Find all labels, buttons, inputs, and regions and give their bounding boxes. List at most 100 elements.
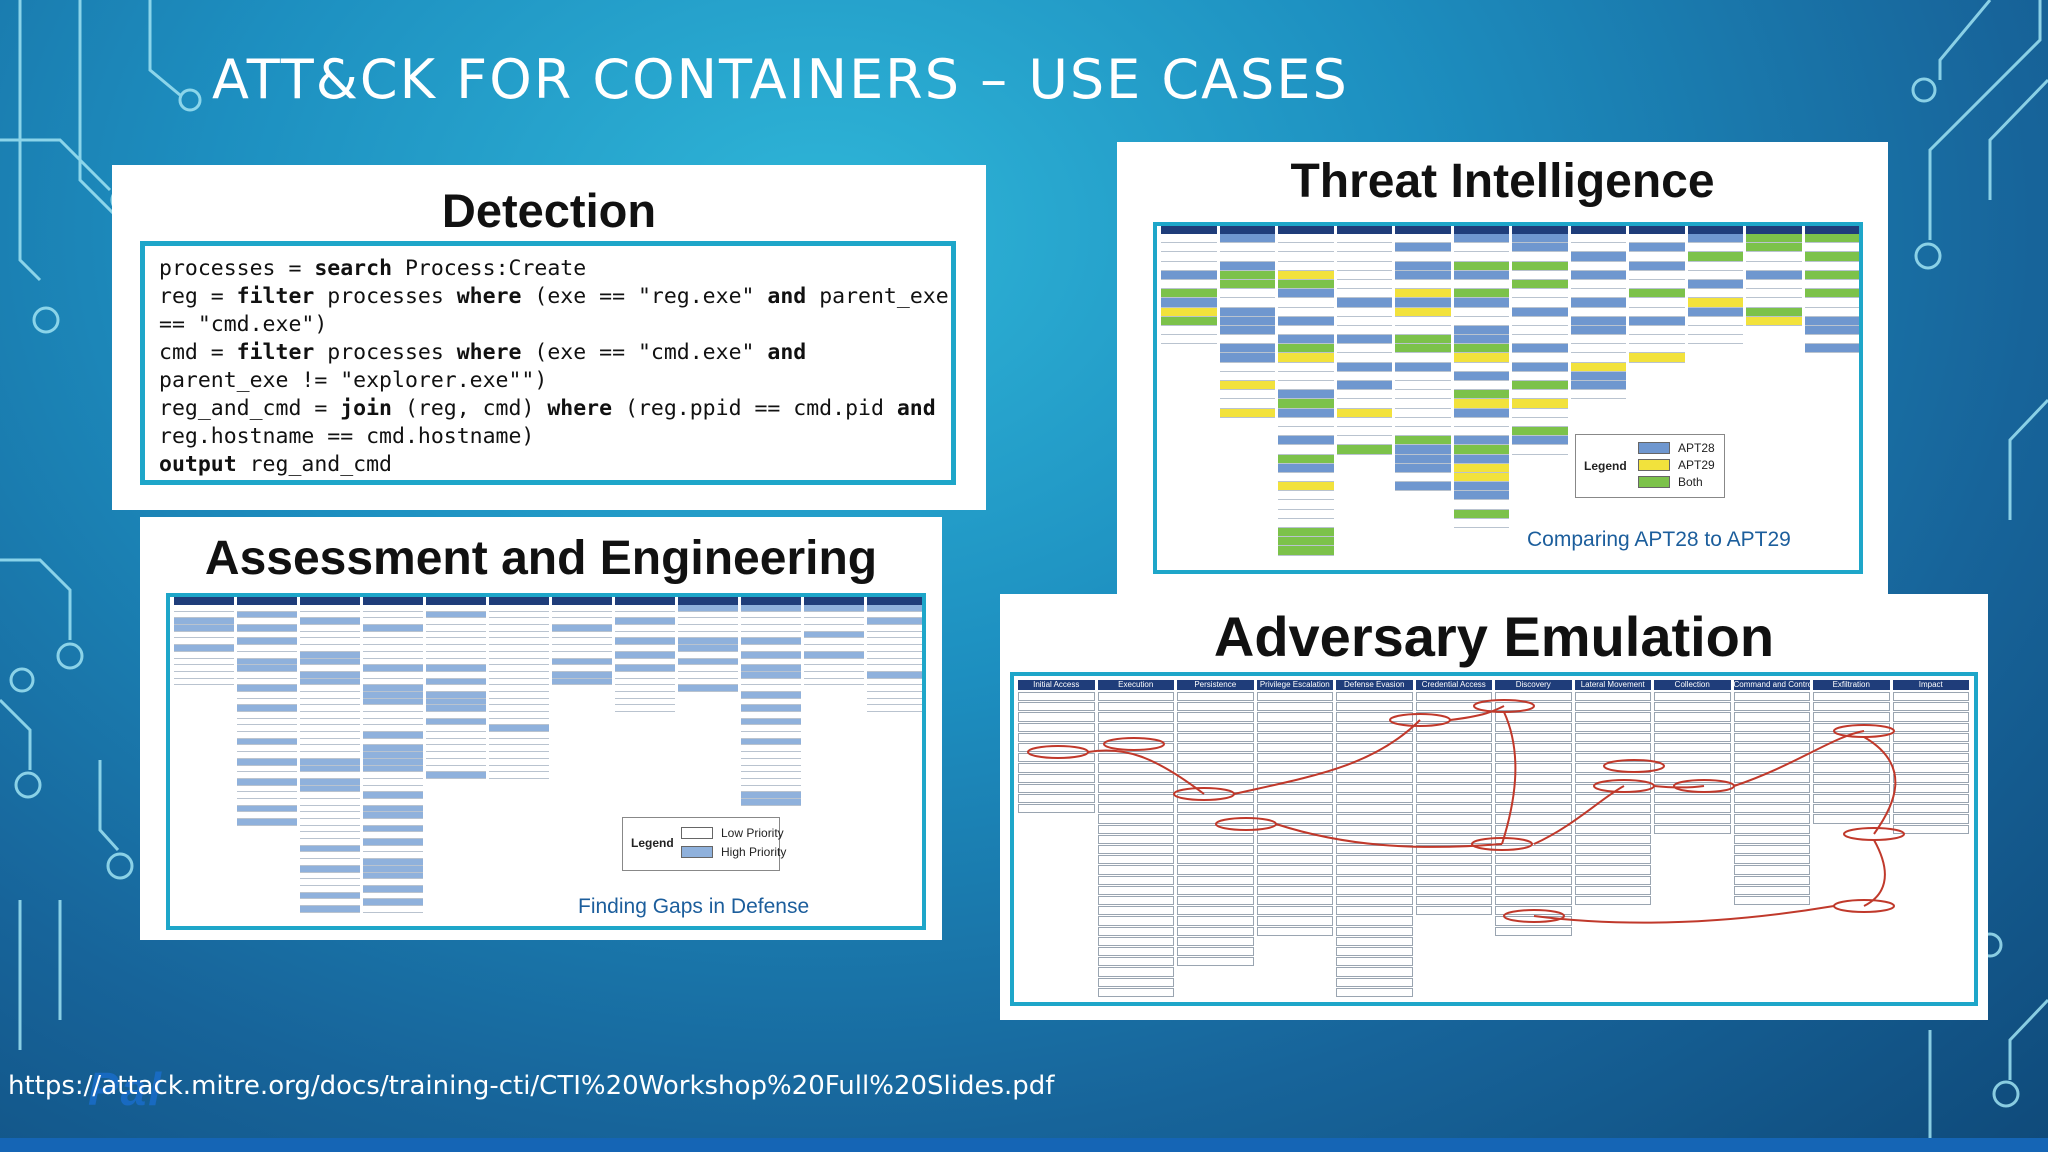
matrix-cell: [363, 752, 423, 759]
matrix-cell: [300, 611, 360, 619]
technique-cell: [1574, 773, 1651, 783]
matrix-cell: [363, 758, 423, 766]
matrix-cell: [1570, 298, 1626, 308]
technique-cell: [1177, 743, 1254, 753]
technique-cell: [1097, 967, 1174, 977]
tactic-header: Impact: [1892, 680, 1969, 690]
matrix-cell: [1629, 298, 1685, 308]
matrix-cell: [1746, 252, 1802, 262]
matrix-cell: [300, 645, 360, 652]
matrix-cell: [1395, 289, 1451, 299]
matrix-cell: [678, 665, 738, 672]
technique-cell: [1574, 692, 1651, 702]
technique-cell: [1018, 783, 1095, 793]
technique-cell: [1495, 896, 1572, 906]
slide-title: ATT&CK FOR CONTAINERS – USE CASES: [212, 48, 1349, 111]
matrix-cell: [1512, 426, 1568, 437]
matrix-cell: [1804, 307, 1859, 317]
tactic-header: Discovery: [1495, 680, 1572, 690]
matrix-cell: [1219, 390, 1275, 400]
matrix-cell: [1278, 371, 1334, 381]
legend-item-apt29: APT29: [1638, 458, 1715, 472]
matrix-cell: [300, 691, 360, 699]
matrix-cell: [1278, 436, 1334, 446]
matrix-column-header: [741, 597, 801, 605]
matrix-cell: [1570, 279, 1626, 290]
matrix-cell: [363, 625, 423, 632]
technique-cell: [1018, 692, 1095, 702]
matrix-cell: [1278, 408, 1334, 418]
matrix-cell: [1219, 362, 1275, 372]
matrix-cell: [489, 712, 549, 719]
matrix-cell: [615, 651, 675, 659]
matrix-cell: [363, 738, 423, 746]
matrix-cell: [741, 651, 801, 659]
matrix-cell: [741, 665, 801, 672]
code-text: Process:Create: [392, 256, 587, 281]
matrix-cell: [741, 778, 801, 786]
matrix-column-header: [1395, 226, 1451, 234]
matrix-cell: [426, 638, 486, 646]
matrix-cell: [1395, 234, 1451, 244]
matrix-cell: [363, 712, 423, 719]
matrix-cell: [1512, 399, 1568, 409]
matrix-cell: [1161, 270, 1217, 280]
matrix-cell: [1219, 335, 1275, 345]
matrix-cell: [1219, 408, 1275, 418]
technique-cell: [1177, 712, 1254, 722]
technique-cell: [1336, 936, 1413, 946]
matrix-cell: [552, 605, 612, 612]
matrix-cell: [741, 625, 801, 632]
technique-cell: [1574, 722, 1651, 732]
matrix-cell: [300, 812, 360, 819]
technique-cell: [1813, 692, 1890, 702]
matrix-cell: [867, 638, 922, 646]
technique-cell: [1654, 753, 1731, 763]
code-line: cmd = filter processes where (exe == "cm…: [159, 339, 937, 367]
matrix-cell: [1687, 261, 1743, 271]
matrix-column-header: [1161, 226, 1217, 234]
matrix-cell: [1512, 408, 1568, 418]
matrix-cell: [1746, 279, 1802, 290]
matrix-column: [1453, 226, 1509, 528]
matrix-column-header: [867, 597, 922, 605]
matrix-cell: [300, 718, 360, 726]
code-line: parent_exe != "explorer.exe""): [159, 367, 937, 395]
matrix-cell: [1629, 325, 1685, 336]
matrix-cell: [237, 705, 297, 712]
emulation-arrow: [1653, 785, 1705, 789]
matrix-cell: [1278, 426, 1334, 437]
matrix-cell: [804, 618, 864, 626]
assessment-caption: Finding Gaps in Defense: [578, 895, 810, 918]
technique-cell: [1256, 926, 1333, 936]
matrix-cell: [237, 792, 297, 799]
assessment-title: Assessment and Engineering: [204, 532, 878, 585]
matrix-cell: [426, 651, 486, 659]
matrix-cell: [489, 618, 549, 626]
technique-cell: [1733, 773, 1810, 783]
legend-label: Both: [1678, 475, 1703, 489]
technique-cell: [1574, 865, 1651, 875]
matrix-cell: [1336, 362, 1392, 372]
technique-cell: [1733, 834, 1810, 844]
technique-cell: [1892, 722, 1969, 732]
emulation-arrow: [1233, 719, 1421, 795]
matrix-cell: [1161, 252, 1217, 262]
matrix-cell: [1570, 307, 1626, 317]
technique-cell: [1495, 926, 1572, 936]
technique-cell: [1574, 834, 1651, 844]
matrix-cell: [1687, 289, 1743, 299]
technique-cell: [1415, 804, 1492, 814]
matrix-cell: [1629, 344, 1685, 354]
matrix-cell: [1512, 243, 1568, 253]
source-url[interactable]: https://attack.mitre.org/docs/training-c…: [8, 1071, 1055, 1101]
legend-swatch: [681, 846, 713, 858]
matrix-cell: [1395, 261, 1451, 271]
matrix-cell: [1570, 289, 1626, 299]
matrix-cell: [1219, 316, 1275, 326]
tactic-header: Defense Evasion: [1336, 680, 1413, 690]
code-text: reg =: [159, 284, 237, 309]
technique-cell: [1574, 732, 1651, 742]
emulation-arrow: [1533, 785, 1625, 845]
matrix-column: [1395, 226, 1451, 492]
